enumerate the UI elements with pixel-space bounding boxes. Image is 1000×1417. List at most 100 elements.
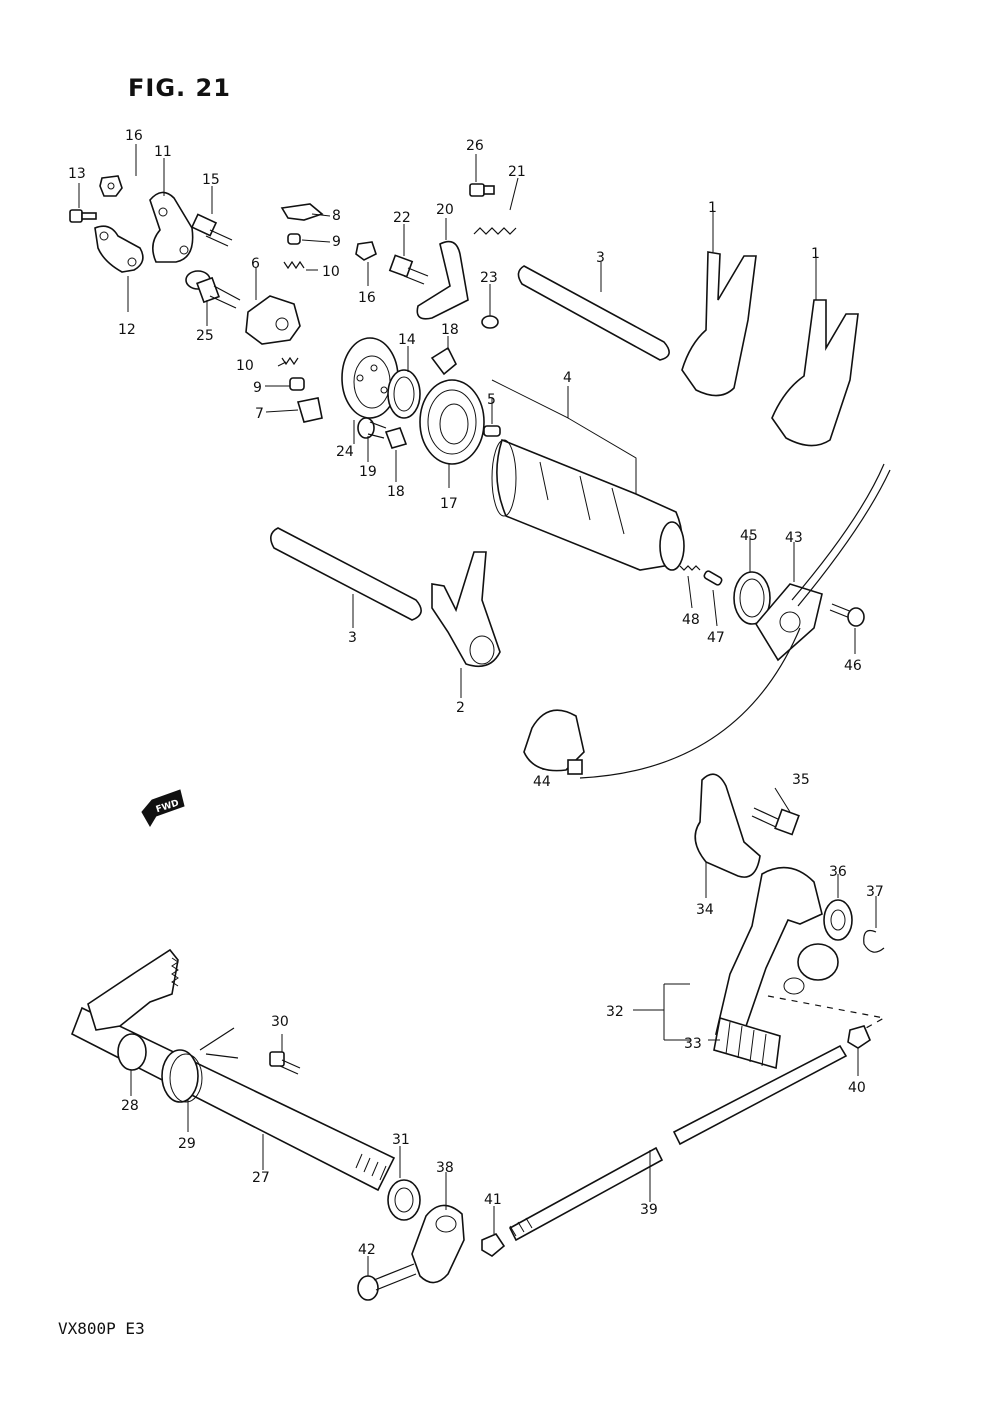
callout-18: 18 — [387, 484, 405, 500]
connector-wire — [579, 627, 801, 779]
figure-title: FIG. 21 — [128, 74, 231, 102]
callout-6: 6 — [251, 256, 260, 272]
callout-10: 10 — [236, 358, 254, 374]
part-10-spring — [283, 260, 305, 270]
callout-39: 39 — [640, 1202, 658, 1218]
part-29-return-spring — [161, 1027, 239, 1103]
part-25-bolt — [185, 270, 241, 309]
model-code: VX800P E3 — [58, 1319, 145, 1338]
part-33-pedal-rubber — [713, 1016, 781, 1070]
part-3-shaft-upper — [517, 265, 670, 361]
callout-13: 13 — [68, 166, 86, 182]
part-27-shift-shaft — [70, 1006, 396, 1192]
part-15-stud — [190, 213, 233, 247]
part-18-clip-upper — [430, 346, 457, 376]
part-18-clip-lower — [384, 427, 408, 449]
part-27-shaft-arm — [87, 948, 179, 1031]
callout-labels: 1 1 2 3 3 4 5 6 7 8 9 9 10 10 11 12 13 1… — [68, 128, 884, 1258]
callout-3: 3 — [596, 250, 605, 266]
callout-46: 46 — [844, 658, 862, 674]
callout-26: 26 — [466, 138, 484, 154]
part-20-arm — [416, 240, 469, 320]
part-44-connector — [523, 709, 585, 775]
callout-10: 10 — [322, 264, 340, 280]
part-40-nut — [847, 1025, 871, 1049]
callout-28: 28 — [121, 1098, 139, 1114]
part-39-shift-rod — [508, 1044, 848, 1242]
callout-38: 38 — [436, 1160, 454, 1176]
leader-lines — [78, 144, 877, 1276]
callout-25: 25 — [196, 328, 214, 344]
part-36-washer — [823, 899, 853, 941]
callout-7: 7 — [255, 406, 264, 422]
part-10-spring-lower — [281, 356, 299, 366]
callout-14: 14 — [398, 332, 416, 348]
callout-24: 24 — [336, 444, 354, 460]
callout-16: 16 — [358, 290, 376, 306]
callout-29: 29 — [178, 1136, 196, 1152]
part-7-pawl — [296, 397, 323, 423]
callout-11: 11 — [154, 144, 172, 160]
callout-18: 18 — [441, 322, 459, 338]
part-32-shift-pedal — [714, 866, 839, 1035]
callout-1: 1 — [708, 200, 717, 216]
part-2-fork — [431, 551, 501, 668]
part-22-stud — [388, 254, 429, 285]
part-37-clip — [863, 929, 885, 953]
part-47-pin — [703, 570, 723, 586]
callout-3: 3 — [348, 630, 357, 646]
part-14-washer — [387, 369, 421, 419]
part-3-shaft-lower — [270, 527, 422, 621]
callout-48: 48 — [682, 612, 700, 628]
callout-33: 33 — [684, 1036, 702, 1052]
part-23-washer — [481, 315, 499, 329]
part-17-bearing — [419, 379, 485, 465]
part-8-stopper — [280, 203, 324, 221]
callout-4: 4 — [563, 370, 572, 386]
part-31-oil-seal — [387, 1179, 421, 1221]
part-6-cam — [245, 295, 301, 345]
callout-47: 47 — [707, 630, 725, 646]
part-34-arm — [694, 773, 761, 878]
fwd-arrow-icon: FWD — [141, 789, 185, 827]
part-9-pin-lower — [289, 377, 305, 391]
callout-16: 16 — [125, 128, 143, 144]
part-41-nut — [481, 1233, 506, 1257]
callout-40: 40 — [848, 1080, 866, 1096]
part-5-pin — [483, 425, 501, 437]
callout-37: 37 — [866, 884, 884, 900]
callout-2: 2 — [456, 700, 465, 716]
callout-19: 19 — [359, 464, 377, 480]
part-19-bolt — [357, 417, 387, 439]
callout-44: 44 — [533, 774, 551, 790]
part-11-plate — [149, 191, 194, 263]
part-26-bolt — [469, 183, 495, 197]
part-12-plate — [94, 225, 144, 273]
callout-41: 41 — [484, 1192, 502, 1208]
part-21-spring — [473, 227, 517, 235]
part-35-bolt — [751, 807, 800, 836]
callout-34: 34 — [696, 902, 714, 918]
callout-31: 31 — [392, 1132, 410, 1148]
switch-wire — [791, 463, 891, 607]
callout-9: 9 — [332, 234, 341, 250]
callout-42: 42 — [358, 1242, 376, 1258]
part-16-nut-upper — [355, 241, 377, 261]
callout-12: 12 — [118, 322, 136, 338]
callout-1: 1 — [811, 246, 820, 262]
callout-17: 17 — [440, 496, 458, 512]
callout-45: 45 — [740, 528, 758, 544]
part-1-fork-left — [681, 251, 757, 397]
callout-27: 27 — [252, 1170, 270, 1186]
part-16-nut — [99, 175, 123, 197]
callout-36: 36 — [829, 864, 847, 880]
callout-35: 35 — [792, 772, 810, 788]
callout-23: 23 — [480, 270, 498, 286]
callout-22: 22 — [393, 210, 411, 226]
callout-43: 43 — [785, 530, 803, 546]
callout-32: 32 — [606, 1004, 624, 1020]
part-42-bolt — [357, 1263, 417, 1301]
part-9-pin — [287, 233, 301, 245]
